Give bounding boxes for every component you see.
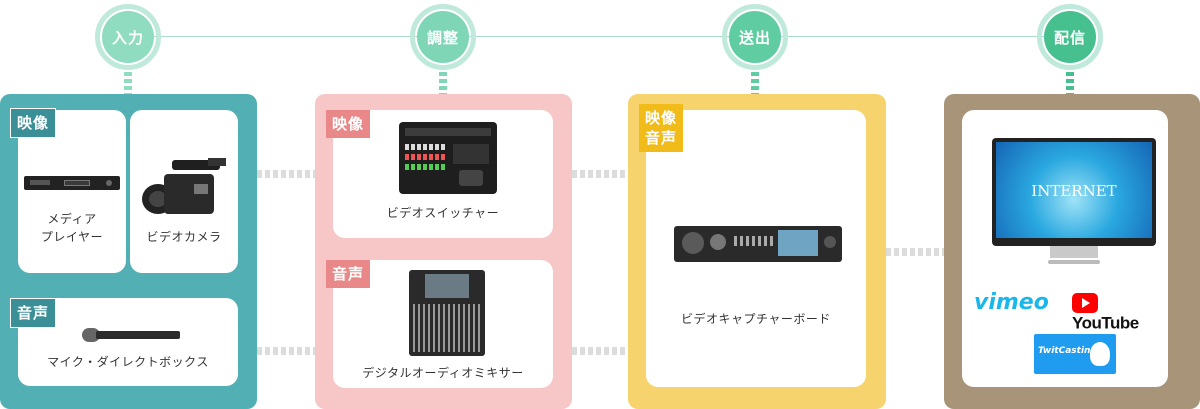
- stage-delivery-label: 配信: [1053, 28, 1086, 47]
- twitcasting-label: TwitCasting: [1038, 346, 1097, 356]
- video-camera-card: ビデオカメラ: [130, 110, 238, 273]
- stage-output: 送出: [722, 4, 788, 70]
- input-video-tag: 映像: [10, 108, 57, 138]
- input-group: 映像 メディア プレイヤー ビデオカメラ 音声 マイク・ダイレクトボックス: [0, 94, 257, 409]
- youtube-logo: YouTube: [1072, 292, 1168, 333]
- youtube-play-icon: [1072, 292, 1098, 313]
- internet-monitor: INTERNET: [992, 138, 1156, 258]
- video-switcher-device: [399, 122, 497, 194]
- switcher-label: ビデオスイッチャー: [386, 206, 500, 220]
- twitcasting-logo: TwitCasting: [1034, 334, 1116, 374]
- connector: [257, 170, 315, 178]
- internet-label: INTERNET: [1031, 182, 1117, 200]
- youtube-label: YouTube: [1072, 313, 1139, 332]
- twitcasting-bird-icon: [1090, 342, 1110, 366]
- microphone-device: [82, 328, 182, 342]
- stem-adjust: [439, 72, 447, 94]
- stage-input-label: 入力: [111, 28, 144, 47]
- mixer-label: デジタルオーディオミキサー: [362, 366, 524, 380]
- vimeo-logo: vimeo: [974, 290, 1049, 315]
- input-audio-tag: 音声: [10, 298, 57, 328]
- media-player-device: [24, 176, 120, 190]
- capture-label: ビデオキャプチャーボード: [681, 312, 831, 326]
- video-camera-device: [142, 154, 230, 218]
- adjust-audio-tag: 音声: [326, 260, 371, 288]
- delivery-group: INTERNET vimeo YouTube TwitCasting: [944, 94, 1200, 409]
- output-tag-line1: 映像: [645, 109, 678, 127]
- capture-card: ビデオキャプチャーボード: [646, 110, 866, 387]
- stage-input: 入力: [95, 4, 161, 70]
- stage-adjust: 調整: [410, 4, 476, 70]
- media-player-label-1: メディア: [47, 212, 97, 226]
- stage-delivery: 配信: [1037, 4, 1103, 70]
- connector: [572, 347, 628, 355]
- connector: [572, 170, 628, 178]
- output-tag: 映像 音声: [639, 104, 684, 152]
- connector: [257, 347, 315, 355]
- capture-board-device: [674, 226, 842, 262]
- stage-timeline: [130, 36, 1070, 37]
- stem-input: [124, 72, 132, 94]
- connector: [886, 248, 944, 256]
- vimeo-label: vimeo: [974, 290, 1049, 315]
- adjust-group: 映像 ビデオスイッチャー 音声 デジタルオーディオミキサー: [315, 94, 572, 409]
- stem-output: [751, 72, 759, 94]
- output-group: 映像 音声 ビデオキャプチャーボード: [628, 94, 886, 409]
- stage-output-label: 送出: [738, 28, 771, 47]
- media-player-label-2: プレイヤー: [40, 230, 104, 244]
- adjust-video-tag: 映像: [326, 110, 371, 138]
- audio-mixer-device: [409, 270, 485, 356]
- delivery-card: INTERNET vimeo YouTube TwitCasting: [962, 110, 1168, 387]
- video-camera-label: ビデオカメラ: [146, 230, 222, 244]
- switcher-card: ビデオスイッチャー: [333, 110, 553, 238]
- stem-delivery: [1066, 72, 1074, 94]
- mic-card: マイク・ダイレクトボックス: [18, 298, 238, 386]
- output-tag-line2: 音声: [645, 129, 678, 147]
- stage-adjust-label: 調整: [426, 28, 459, 47]
- media-player-card: メディア プレイヤー: [18, 110, 126, 273]
- monitor-stand-base: [1048, 260, 1100, 264]
- mic-label: マイク・ダイレクトボックス: [47, 355, 209, 369]
